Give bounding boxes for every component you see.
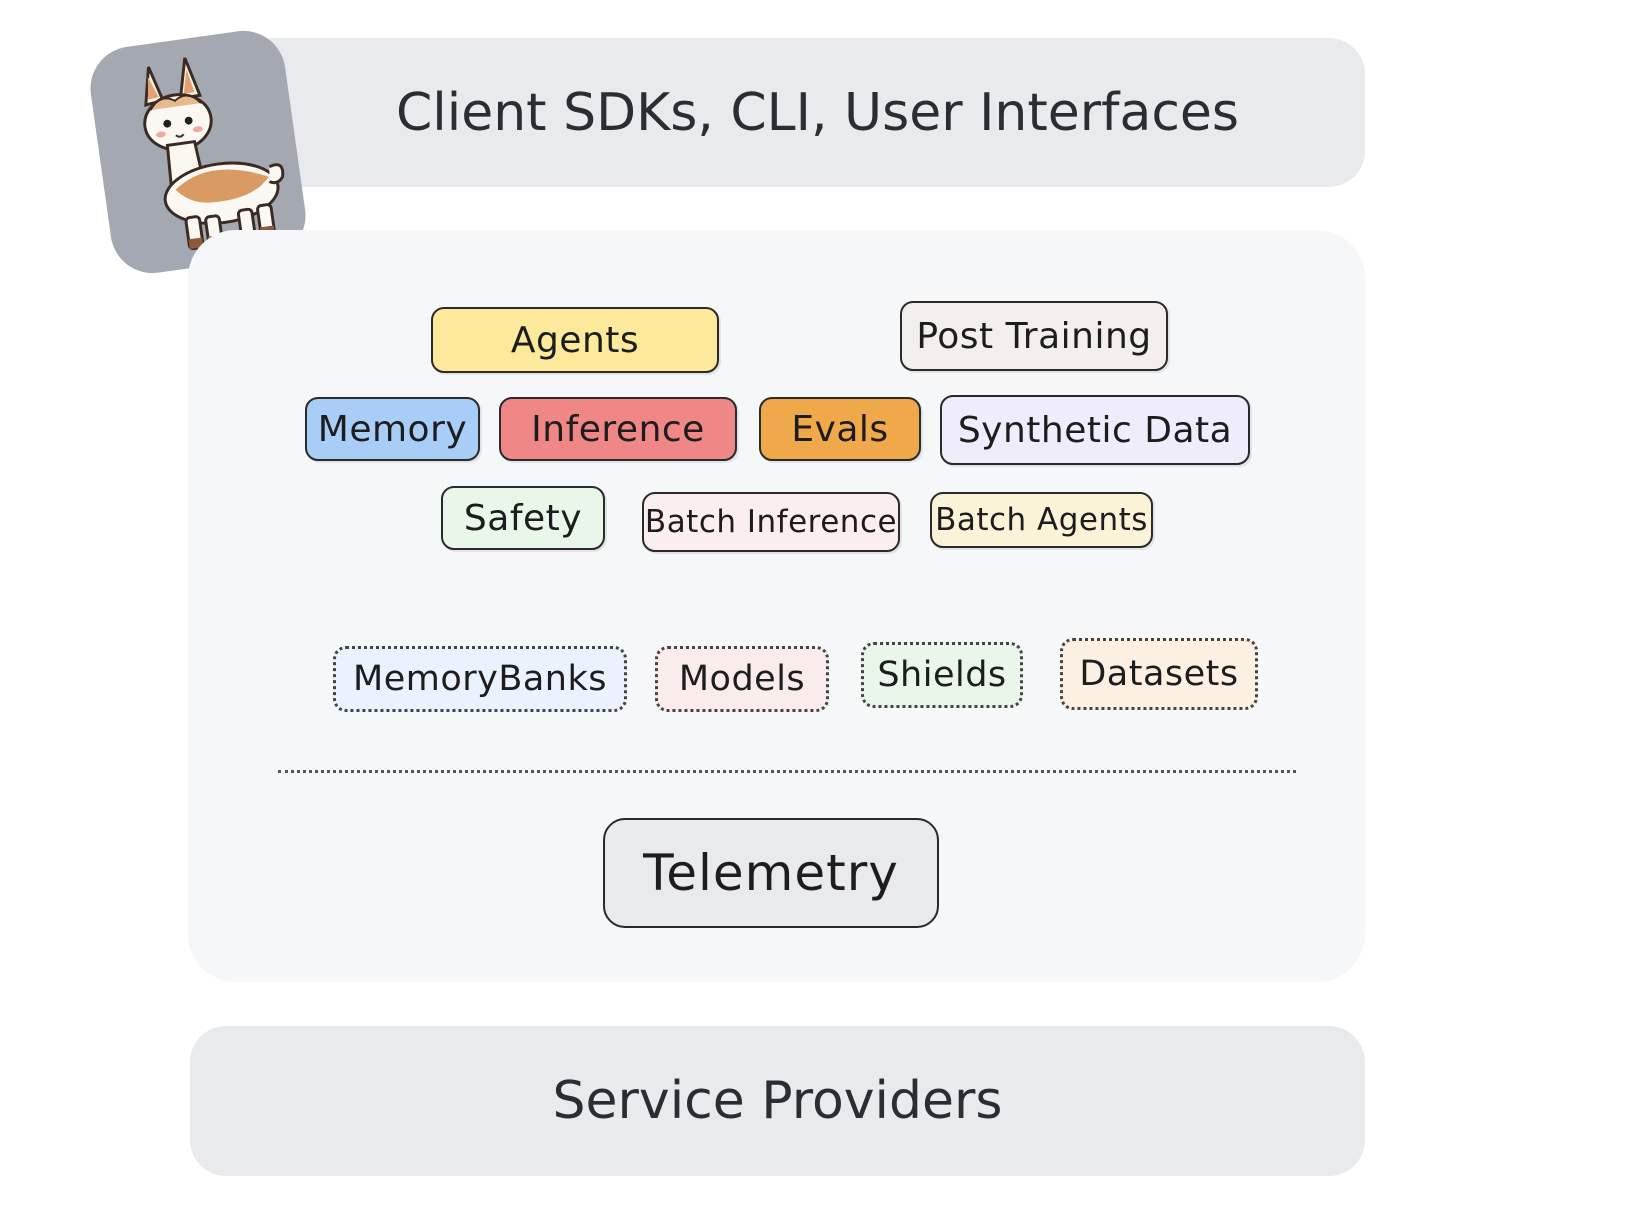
api-box-label: Batch Agents	[935, 502, 1148, 538]
resource-box-label: Models	[678, 659, 806, 699]
service-providers-layer: Service Providers	[190, 1026, 1365, 1176]
api-box-label: Synthetic Data	[957, 409, 1233, 451]
api-box-post-training: Post Training	[900, 301, 1168, 371]
resource-box-memory-banks: MemoryBanks	[333, 646, 627, 712]
resource-box-shields: Shields	[861, 642, 1023, 708]
api-box-inference: Inference	[499, 397, 737, 461]
telemetry-box: Telemetry	[603, 818, 939, 928]
api-box-label: Safety	[463, 497, 583, 539]
api-layer-panel: Agents Post Training Memory Inference Ev…	[188, 230, 1365, 982]
api-box-memory: Memory	[305, 397, 480, 461]
service-providers-label: Service Providers	[552, 1071, 1003, 1131]
resource-box-datasets: Datasets	[1060, 638, 1258, 710]
api-box-label: Batch Inference	[644, 504, 898, 540]
client-layer: Client SDKs, CLI, User Interfaces	[240, 38, 1365, 187]
api-box-evals: Evals	[759, 397, 921, 461]
resource-box-models: Models	[655, 646, 829, 712]
resource-box-label: Datasets	[1079, 654, 1239, 694]
api-box-label: Memory	[317, 408, 468, 450]
api-box-synthetic-data: Synthetic Data	[940, 395, 1250, 465]
api-box-batch-inference: Batch Inference	[642, 492, 900, 552]
client-layer-label: Client SDKs, CLI, User Interfaces	[396, 82, 1239, 143]
api-box-safety: Safety	[441, 486, 605, 550]
telemetry-label: Telemetry	[643, 844, 899, 902]
api-box-batch-agents: Batch Agents	[930, 492, 1153, 548]
api-box-label: Post Training	[916, 315, 1152, 357]
resource-box-label: MemoryBanks	[353, 659, 607, 699]
api-box-label: Evals	[791, 408, 889, 450]
dotted-separator	[278, 770, 1296, 773]
resource-box-label: Shields	[877, 655, 1007, 695]
api-box-label: Agents	[510, 319, 640, 361]
api-box-agents: Agents	[431, 307, 719, 373]
api-box-label: Inference	[531, 408, 705, 450]
